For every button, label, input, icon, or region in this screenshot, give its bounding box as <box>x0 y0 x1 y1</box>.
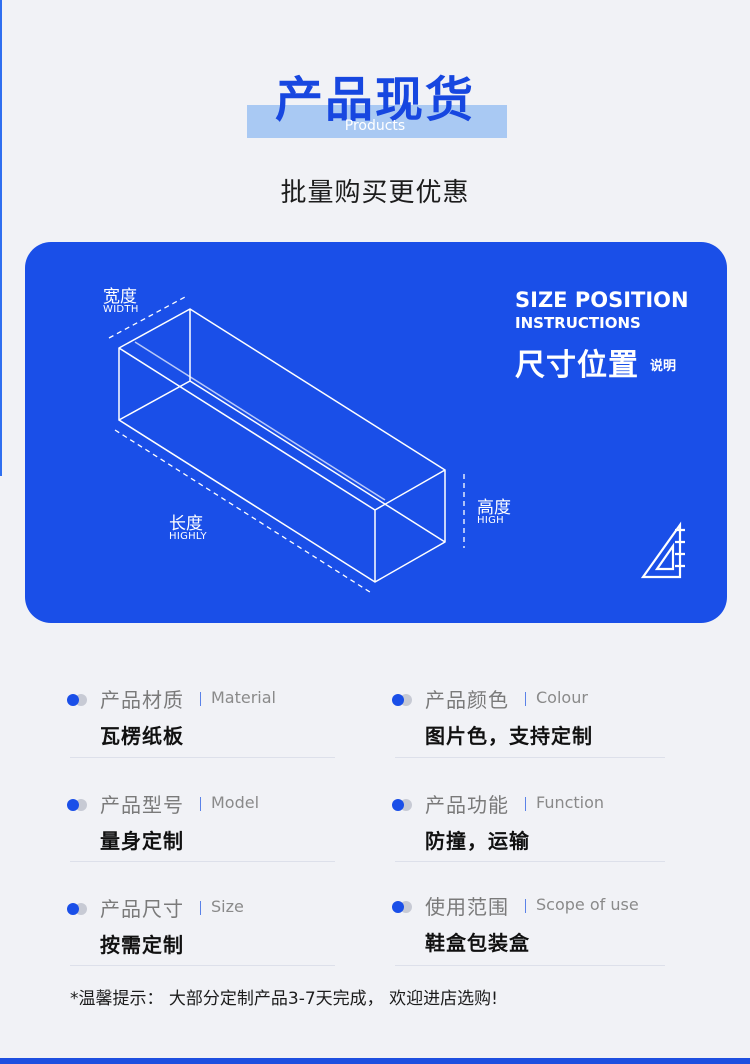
box-dimension-diagram <box>108 296 685 595</box>
divider <box>70 965 335 966</box>
divider <box>395 965 665 966</box>
spec-value: 量身定制 <box>100 829 184 853</box>
divider <box>70 861 335 862</box>
bullet-icon <box>67 903 79 915</box>
spec-label: 产品颜色 <box>425 688 509 712</box>
page-title: 产品现货 <box>274 72 475 128</box>
spec-label: 产品材质 <box>100 688 184 712</box>
spec-separator <box>200 901 201 915</box>
page-subtitle: 批量购买更优惠 <box>280 178 470 208</box>
title-highlight-band <box>247 105 507 138</box>
spec-value: 图片色，支持定制 <box>425 724 593 748</box>
size-title-cn: 尺寸位置 <box>515 348 639 383</box>
spec-label-en: Colour <box>536 688 588 707</box>
bullet-icon <box>392 799 404 811</box>
spec-label-en: Material <box>211 688 276 707</box>
width-label-en: WIDTH <box>103 304 139 315</box>
left-accent-strip <box>0 0 2 476</box>
section-header: 产品现货 Products <box>0 58 750 148</box>
divider <box>70 757 335 758</box>
spec-label: 产品尺寸 <box>100 897 184 921</box>
page-title-en: Products <box>344 118 406 134</box>
spec-label-en: Model <box>211 793 260 812</box>
spec-size: 产品尺寸 Size 按需定制 <box>67 889 367 969</box>
bullet-icon <box>67 694 79 706</box>
spec-label-en: Size <box>211 897 244 916</box>
spec-separator <box>525 899 526 913</box>
spec-label: 使用范围 <box>425 895 509 919</box>
bottom-accent-bar <box>0 1058 750 1064</box>
size-subtitle-en: INSTRUCTIONS <box>515 314 641 332</box>
spec-label-en: Scope of use <box>536 895 639 914</box>
height-label: 高度 <box>477 498 511 518</box>
size-title-en: SIZE POSITION <box>515 288 689 312</box>
spec-label: 产品型号 <box>100 793 184 817</box>
spec-separator <box>200 797 201 811</box>
spec-separator <box>525 797 526 811</box>
tip-note: *温馨提示： 大部分定制产品3-7天完成， 欢迎进店选购! <box>70 989 498 1009</box>
size-diagram-panel: 宽度 WIDTH 长度 HIGHLY 高度 HIGH SIZE POSITION… <box>25 242 727 623</box>
spec-scope: 使用范围 Scope of use 鞋盒包装盒 <box>392 887 692 967</box>
spec-colour: 产品颜色 Colour 图片色，支持定制 <box>392 680 692 760</box>
spec-value: 瓦楞纸板 <box>100 724 184 748</box>
length-label: 长度 <box>169 514 203 534</box>
length-dimension-line <box>114 429 374 595</box>
triangle-ruler-icon <box>640 521 685 579</box>
divider <box>395 757 665 758</box>
spec-model: 产品型号 Model 量身定制 <box>67 785 367 865</box>
bullet-icon <box>392 694 404 706</box>
spec-value: 鞋盒包装盒 <box>425 931 530 955</box>
height-label-en: HIGH <box>477 515 504 526</box>
divider <box>395 861 665 862</box>
spec-function: 产品功能 Function 防撞，运输 <box>392 785 692 865</box>
spec-material: 产品材质 Material 瓦楞纸板 <box>67 680 367 760</box>
spec-value: 防撞，运输 <box>425 829 530 853</box>
spec-label: 产品功能 <box>425 793 509 817</box>
size-title-cn-suffix: 说明 <box>650 359 677 374</box>
spec-label-en: Function <box>536 793 605 812</box>
spec-value: 按需定制 <box>100 933 184 957</box>
bullet-icon <box>67 799 79 811</box>
spec-separator <box>525 692 526 706</box>
spec-separator <box>200 692 201 706</box>
bullet-icon <box>392 901 404 913</box>
length-label-en: HIGHLY <box>169 531 207 542</box>
width-label: 宽度 <box>103 287 137 307</box>
